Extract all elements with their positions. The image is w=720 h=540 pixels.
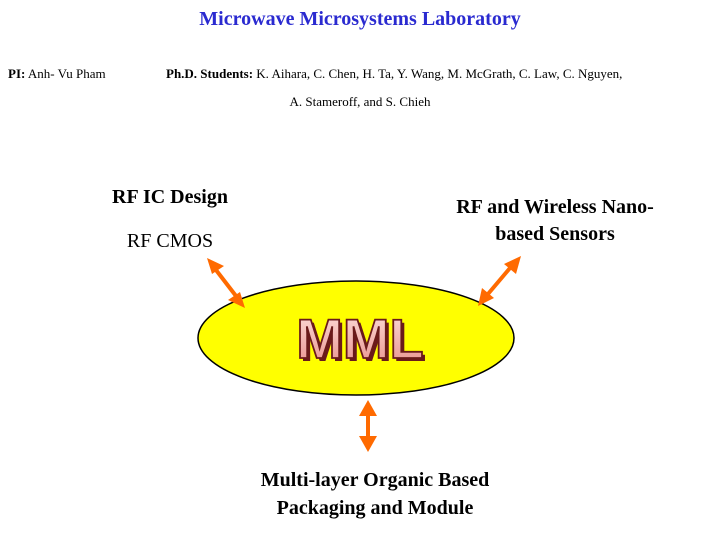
center-ellipse [197,280,515,396]
node-rf-ic-subtitle: RF CMOS [126,230,214,252]
node-rf-ic-title: RF IC Design [112,186,228,208]
node-packaging: Multi-layer Organic Based Packaging and … [200,466,550,522]
pi-label: PI: [8,66,26,81]
pi-name: Anh- Vu Pham [27,66,106,81]
students-label: Ph.D. Students: [166,66,254,81]
students-line: Ph.D. Students: K. Aihara, C. Chen, H. T… [166,66,622,82]
pi-line: PI: Anh- Vu Pham [8,66,106,82]
page-title: Microwave Microsystems Laboratory [199,8,521,30]
arrow-packaging [359,400,377,452]
center-logo: MML [296,307,424,370]
arrow-rf-ic [207,258,245,308]
node-packaging-line2: Packaging and Module [276,497,474,519]
node-packaging-line1: Multi-layer Organic Based [260,469,490,491]
node-nano-line1: RF and Wireless Nano- [456,196,654,218]
students-names-1: K. Aihara, C. Chen, H. Ta, Y. Wang, M. M… [256,66,623,81]
students-names-2: A. Stameroff, and S. Chieh [289,94,431,109]
arrow-nano [478,256,521,306]
node-nano-sensors: RF and Wireless Nano- based Sensors [420,194,690,248]
center-logo-shadow: MML [299,310,427,373]
node-nano-line2: based Sensors [495,223,615,245]
